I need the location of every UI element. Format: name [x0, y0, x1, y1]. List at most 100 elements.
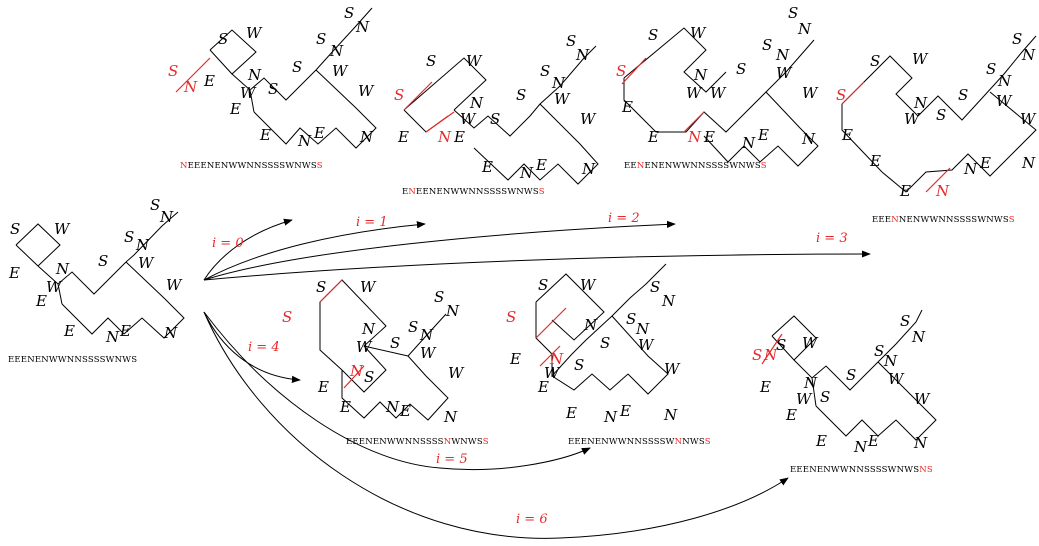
arrow-i1 — [203, 221, 426, 281]
svg-text:EEENENWWNNSSSSWNWSNS: EEENENWWNNSSSSWNWSNS — [790, 465, 933, 475]
svg-text:N: N — [469, 94, 484, 112]
svg-text:N: N — [355, 18, 370, 36]
svg-text:S: S — [626, 310, 636, 328]
svg-text:W: W — [690, 24, 707, 42]
svg-text:W: W — [580, 110, 597, 128]
svg-text:S: S — [846, 366, 856, 384]
svg-text:N: N — [803, 374, 818, 392]
base-label: W — [166, 276, 183, 294]
svg-text:N: N — [359, 128, 374, 146]
svg-text:N: N — [997, 72, 1012, 90]
svg-text:E: E — [621, 98, 633, 116]
svg-text:E: E — [647, 128, 659, 146]
svg-text:S: S — [870, 52, 880, 70]
svg-text:E: E — [867, 432, 879, 450]
svg-text:N: N — [419, 326, 434, 344]
svg-text:S: S — [540, 62, 550, 80]
svg-text:S: S — [874, 342, 884, 360]
svg-text:W: W — [802, 334, 819, 352]
svg-text:N: N — [661, 292, 676, 310]
svg-text:W: W — [1020, 110, 1037, 128]
svg-text:W: W — [888, 370, 905, 388]
svg-text:S: S — [788, 4, 798, 22]
svg-text:E: E — [397, 128, 409, 146]
svg-text:N: N — [437, 128, 452, 146]
base-path — [15, 211, 185, 339]
svg-text:W: W — [996, 92, 1013, 110]
svg-text:N: N — [1021, 154, 1036, 172]
svg-text:E: E — [313, 124, 325, 142]
svg-text:E: E — [841, 126, 853, 144]
base-label: E — [8, 264, 20, 282]
svg-text:E: E — [509, 350, 521, 368]
svg-text:E: E — [481, 158, 493, 176]
svg-text:N: N — [551, 74, 566, 92]
svg-text:E: E — [203, 72, 215, 90]
svg-text:E: E — [317, 378, 329, 396]
svg-text:S: S — [836, 86, 846, 104]
svg-text:N: N — [663, 406, 678, 424]
svg-text:W: W — [544, 364, 561, 382]
svg-text:S: S — [650, 278, 660, 296]
svg-text:S: S — [426, 52, 436, 70]
svg-text:S: S — [408, 318, 418, 336]
svg-text:N: N — [297, 132, 312, 150]
svg-text:S: S — [516, 86, 526, 104]
svg-text:W: W — [356, 338, 373, 356]
base-label: E — [35, 292, 47, 310]
arrow-label-i5: i = 5 — [436, 452, 468, 467]
arrow-i4 — [203, 311, 301, 383]
svg-text:N: N — [963, 160, 978, 178]
svg-text:E: E — [399, 402, 411, 420]
svg-text:EEENNENWWNNSSSSWNWSS: EEENNENWWNNSSSSWNWSS — [872, 215, 1015, 225]
base-word: EEENENWWNNSSSSWNWS — [8, 355, 137, 365]
arrow-label-i1: i = 1 — [356, 215, 388, 230]
svg-text:S: S — [344, 4, 354, 22]
svg-text:NEEENENWWNNSSSSWNWSS: NEEENENWWNNSSSSWNWSS — [180, 161, 323, 171]
arrow-label-i6: i = 6 — [516, 512, 548, 527]
svg-text:S: S — [958, 86, 968, 104]
svg-text:S: S — [538, 276, 548, 294]
svg-text:W: W — [240, 84, 257, 102]
base-label: S — [150, 196, 160, 214]
svg-text:N: N — [1021, 46, 1036, 64]
arrow-i3 — [203, 250, 871, 281]
arrow-i2 — [203, 220, 676, 281]
base-label: N — [135, 236, 150, 254]
base-label: S — [124, 228, 134, 246]
svg-text:E: E — [815, 432, 827, 450]
svg-text:N: N — [693, 66, 708, 84]
base-label: N — [105, 328, 120, 346]
svg-text:E: E — [979, 154, 991, 172]
svg-text:N: N — [883, 352, 898, 370]
svg-text:N: N — [635, 320, 650, 338]
svg-text:W: W — [448, 364, 465, 382]
svg-text:E: E — [535, 156, 547, 174]
svg-text:N: N — [913, 94, 928, 112]
svg-text:W: W — [796, 390, 813, 408]
svg-text:W: W — [246, 24, 263, 42]
svg-text:N: N — [775, 46, 790, 64]
svg-text:E: E — [453, 128, 465, 146]
svg-text:S: S — [762, 36, 772, 54]
svg-text:E: E — [703, 128, 715, 146]
base-label: S — [98, 252, 108, 270]
svg-text:W: W — [360, 278, 377, 296]
svg-text:EENENENWWNNSSSSWNWSS: EENENENWWNNSSSSWNWSS — [624, 161, 767, 171]
svg-text:E: E — [869, 152, 881, 170]
svg-text:E: E — [899, 182, 911, 200]
svg-text:W: W — [664, 360, 681, 378]
svg-text:S: S — [600, 334, 610, 352]
base-label: N — [55, 260, 70, 278]
svg-text:E: E — [785, 406, 797, 424]
svg-text:N: N — [687, 128, 702, 146]
svg-text:N: N — [443, 408, 458, 426]
arrow-label-i0: i = 0 — [212, 236, 244, 251]
svg-text:N: N — [329, 42, 344, 60]
